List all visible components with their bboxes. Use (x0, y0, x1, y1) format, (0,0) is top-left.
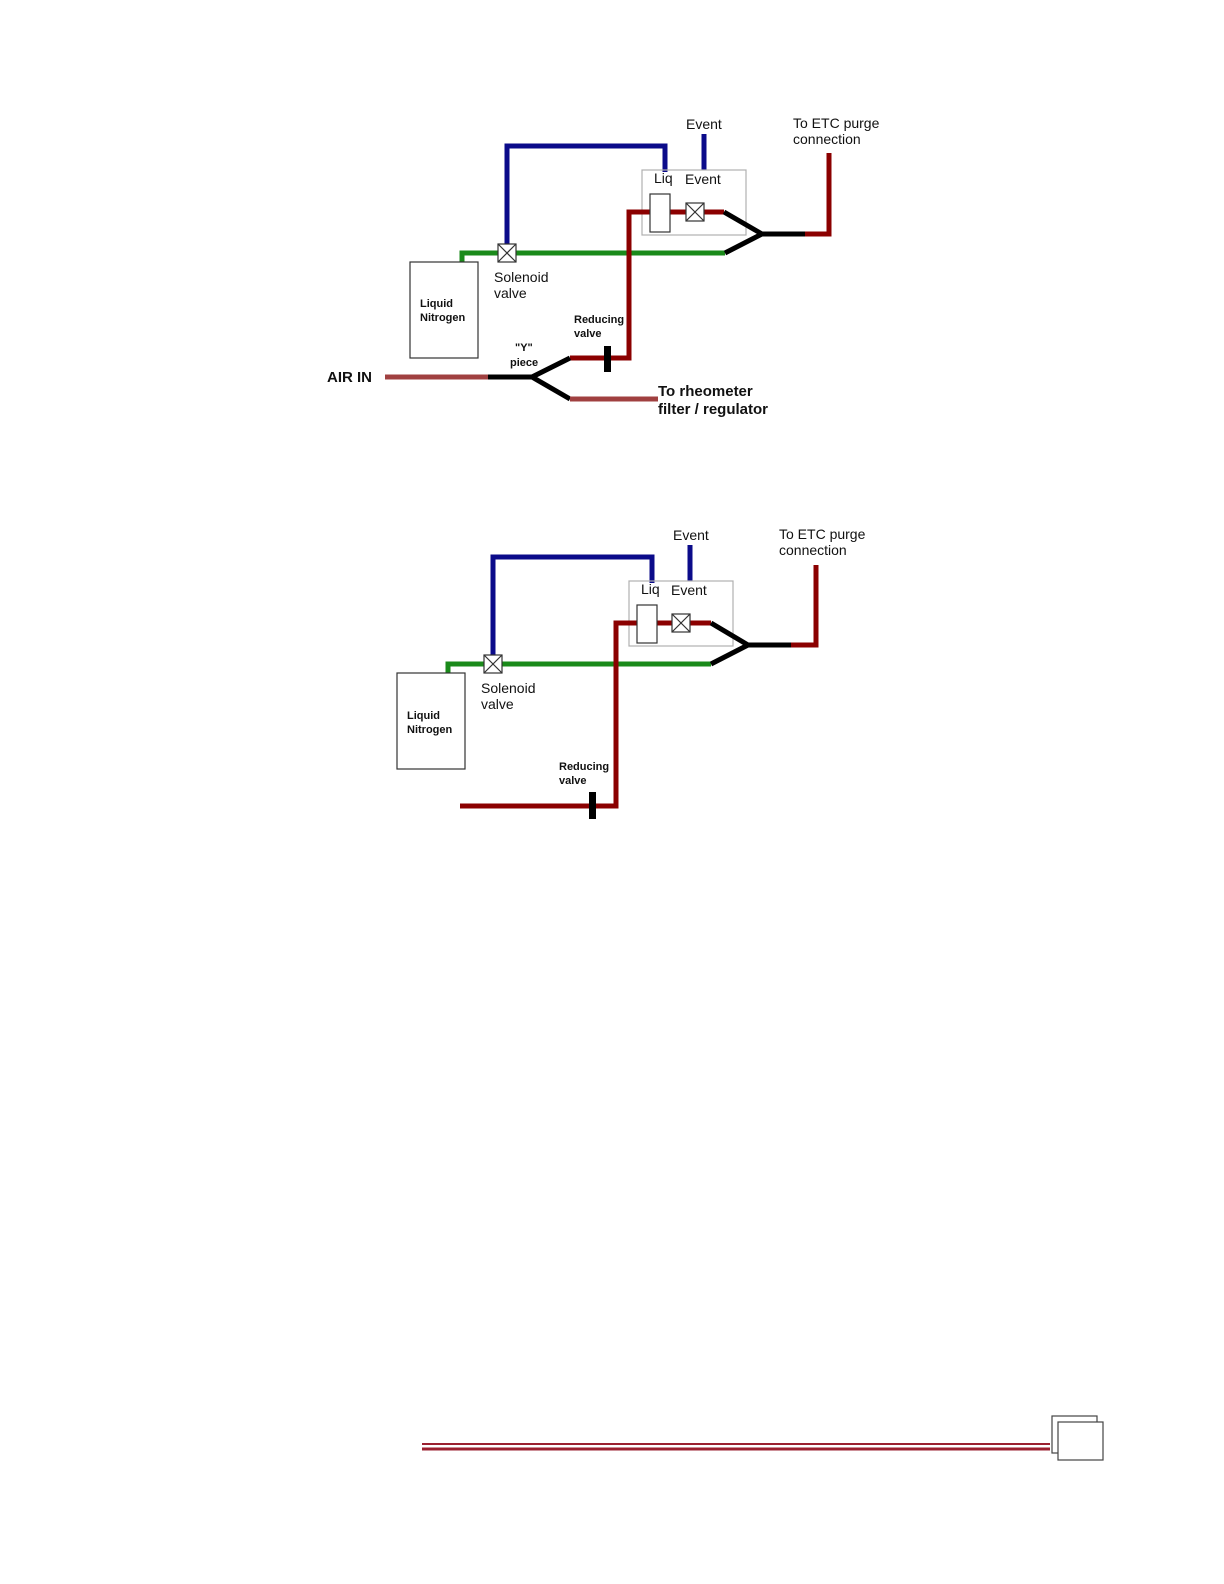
solenoid-label-line1: Solenoid (481, 680, 536, 696)
diagram-with-y-piece: Event To ETC purge connection Liq Event … (327, 115, 880, 418)
event-valve-icon (672, 614, 690, 632)
diagram-without-y-piece: Event To ETC purge connection Liq Event … (397, 526, 866, 819)
purge-label-line1: To ETC purge (793, 115, 880, 131)
event-box-label: Event (685, 171, 721, 187)
solenoid-label-line2: valve (481, 696, 514, 712)
y-piece-label-line1: "Y" (515, 342, 533, 354)
rheometer-label-line1: To rheometer (658, 383, 753, 400)
event-top-label: Event (686, 116, 722, 132)
event-control-line (493, 557, 652, 655)
page-footer (422, 1416, 1103, 1460)
tank-label-line2: Nitrogen (407, 724, 453, 736)
event-box-label: Event (671, 582, 707, 598)
air-purge-line (460, 623, 637, 806)
junction-lower (711, 645, 748, 664)
liq-label: Liq (641, 581, 660, 597)
event-top-label: Event (673, 527, 709, 543)
purge-label-line1: To ETC purge (779, 526, 866, 542)
tank-label-line1: Liquid (407, 710, 440, 722)
junction-lower (725, 234, 762, 253)
purge-label-line2: connection (779, 542, 847, 558)
solenoid-valve-icon (498, 244, 516, 262)
tank-label-line1: Liquid (420, 298, 453, 310)
purge-label-line2: connection (793, 131, 861, 147)
air-in-label: AIR IN (327, 369, 372, 386)
reducing-label-line1: Reducing (574, 314, 624, 326)
tank-label-line2: Nitrogen (420, 312, 466, 324)
page-number-box (1052, 1416, 1103, 1460)
solenoid-valve-icon (484, 655, 502, 673)
reducing-label-line1: Reducing (559, 761, 609, 773)
liquid-nitrogen-tank (410, 262, 478, 358)
reducing-valve-icon (604, 346, 611, 372)
reducing-label-line2: valve (574, 328, 602, 340)
junction-upper (711, 623, 748, 645)
liq-sensor (637, 605, 657, 643)
reducing-label-line2: valve (559, 775, 587, 787)
purge-connection-line (791, 565, 816, 645)
y-piece-lower-branch (532, 377, 570, 399)
y-piece-label-line2: piece (510, 357, 538, 369)
solenoid-label-line1: Solenoid (494, 269, 549, 285)
reducing-valve-icon (589, 792, 596, 819)
junction-upper (724, 212, 762, 234)
solenoid-label-line2: valve (494, 285, 527, 301)
event-valve-icon (686, 203, 704, 221)
liq-label: Liq (654, 170, 673, 186)
purge-connection-line (805, 153, 829, 234)
event-control-line (507, 146, 665, 245)
liq-sensor (650, 194, 670, 232)
rheometer-label-line2: filter / regulator (658, 401, 768, 418)
